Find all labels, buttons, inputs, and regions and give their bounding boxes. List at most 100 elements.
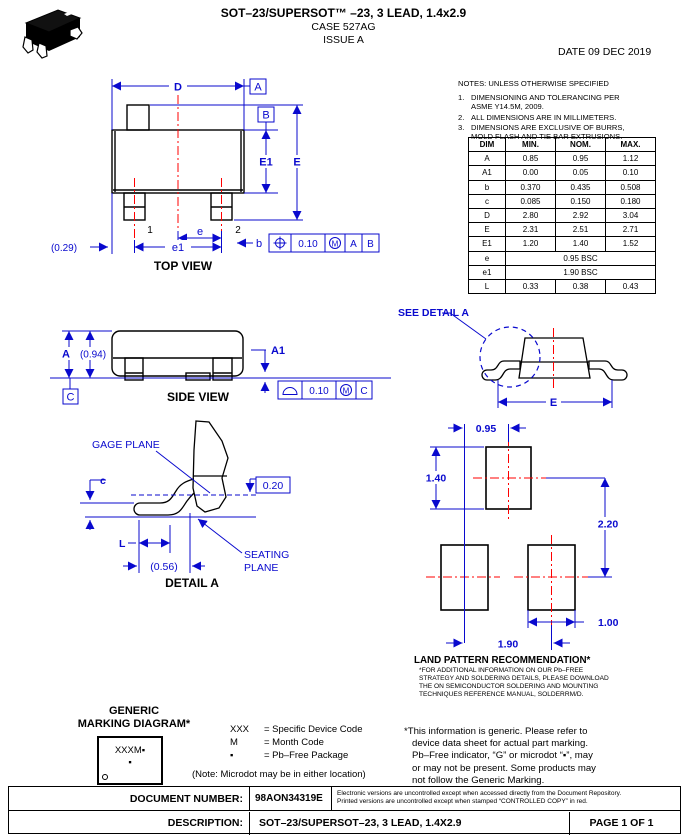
date: DATE 09 DEC 2019 xyxy=(558,46,652,58)
marking-code: XXXM▪ xyxy=(114,745,146,756)
document-number-label: DOCUMENT NUMBER: xyxy=(9,787,250,810)
marking-diagram-title: GENERIC MARKING DIAGRAM* xyxy=(77,705,191,730)
top-notch xyxy=(64,12,72,16)
marking-package-box: XXXM▪ ▪ xyxy=(97,736,163,785)
dim-095: 0.95 xyxy=(476,423,497,435)
dim-label-L: L xyxy=(119,538,126,550)
note-1: 1. DIMENSIONING AND TOLERANCING PER ASME… xyxy=(458,93,620,112)
ref-094-label: (0.94) xyxy=(80,350,106,361)
marking-legend: XXX= Specific Device Code M= Month Code … xyxy=(230,724,363,761)
land-pattern-drawing: 0.95 1.40 2.20 1.00 1.90 xyxy=(420,423,625,651)
pin1-number: 1 xyxy=(147,225,153,236)
dim-label-c: c xyxy=(100,475,106,487)
issue: ISSUE A xyxy=(323,34,364,46)
footer-small-print: Electronic versions are uncontrolled exc… xyxy=(337,790,622,805)
description-value: SOT–23/SUPERSOT–23, 3 LEAD, 1.4X2.9 xyxy=(251,811,570,835)
dim-190: 1.90 xyxy=(498,639,519,651)
detail-dimension-lines xyxy=(80,450,291,573)
side-dimension-lines xyxy=(50,330,391,405)
dim-label-E1: E1 xyxy=(259,157,272,169)
table-header-row: DIM MIN. NOM. MAX. xyxy=(468,136,656,153)
dim-label-A: A xyxy=(62,349,70,361)
footer-row-document: DOCUMENT NUMBER: 98AON34319E Electronic … xyxy=(9,787,680,811)
lead-profile xyxy=(133,420,229,516)
footer-row-description: DESCRIPTION: SOT–23/SUPERSOT–23, 3 LEAD,… xyxy=(9,811,680,835)
lead-front-2 xyxy=(36,42,48,59)
land-pattern-text: LAND PATTERN RECOMMENDATION* *FOR ADDITI… xyxy=(414,655,684,699)
land-pattern-title: LAND PATTERN RECOMMENDATION* xyxy=(414,655,591,666)
mmc-modifier-circle xyxy=(340,384,352,396)
seating-plane-symbol xyxy=(282,387,298,395)
see-detail-leader xyxy=(442,312,487,340)
microdot-icon xyxy=(102,774,108,780)
mmc-modifier-circle xyxy=(329,237,341,249)
title-block-footer: DOCUMENT NUMBER: 98AON34319E Electronic … xyxy=(8,786,681,835)
end-body-outline xyxy=(481,337,628,381)
fcf-tolerance: 0.10 xyxy=(298,239,318,250)
dim-label-e1: e1 xyxy=(172,242,184,254)
fcf-datum-2: B xyxy=(367,239,374,250)
dim-label-D: D xyxy=(174,82,182,94)
top-view-caption: TOP VIEW xyxy=(154,259,213,273)
seating-plane-label-1: SEATING xyxy=(244,549,289,561)
note-2: 2. ALL DIMENSIONS ARE IN MILLIMETERS. xyxy=(458,112,617,122)
dim-label-A1: A1 xyxy=(271,345,285,357)
page-indicator: PAGE 1 OF 1 xyxy=(589,817,654,829)
fcf-datum: C xyxy=(360,386,367,397)
detail-a-caption: DETAIL A xyxy=(165,576,219,590)
end-view-drawing: SEE DETAIL A E xyxy=(398,307,628,409)
top-view-fcf: 0.10 M A B xyxy=(268,233,380,253)
fcf-modifier: M xyxy=(343,387,350,396)
dim-140: 1.40 xyxy=(426,473,447,485)
see-detail-a-label: SEE DETAIL A xyxy=(398,307,469,319)
generic-disclaimer: *This information is generic. Please ref… xyxy=(404,726,596,786)
pin2-number: 2 xyxy=(235,225,241,236)
note-3: 3. DIMENSIONS ARE EXCLUSIVE OF BURRS, MO… xyxy=(458,122,625,142)
detail-a-callout-circle xyxy=(479,326,541,388)
notes-block: NOTES: UNLESS OTHERWISE SPECIFIED 1. DIM… xyxy=(458,79,686,141)
datum-c-label: C xyxy=(67,392,75,404)
microdot-note: (Note: Microdot may be in either locatio… xyxy=(192,769,366,780)
gage-plane-label: GAGE PLANE xyxy=(92,439,160,451)
side-view-drawing: A (0.94) C A1 0.10 M C SIDE VIEW xyxy=(50,330,391,405)
ref-056-label: (0.56) xyxy=(150,561,177,573)
land-pattern-note: *FOR ADDITIONAL INFORMATION ON OUR Pb–FR… xyxy=(419,667,609,698)
top-view-drawing: D A B E E1 e e1 (0.29) b 1 2 xyxy=(51,78,380,273)
dim-label-e: e xyxy=(197,226,203,238)
dim-label-E: E xyxy=(550,397,557,409)
ref-029-label: (0.29) xyxy=(51,243,77,254)
centerlines xyxy=(134,95,222,252)
notes-heading: NOTES: UNLESS OTHERWISE SPECIFIED xyxy=(458,79,609,88)
case-number: CASE 527AG xyxy=(311,20,376,33)
sot23-3d-illustration xyxy=(22,9,83,59)
page-title: SOT–23/SUPERSOT™ –23, 3 LEAD, 1.4x2.9 xyxy=(220,6,467,20)
ref-020-label: 0.20 xyxy=(263,480,284,492)
dim-label-b: b xyxy=(256,238,262,250)
pin3-tab xyxy=(126,104,150,131)
datum-a-label: A xyxy=(254,82,262,94)
description-label: DESCRIPTION: xyxy=(9,811,250,835)
pbfree-dot: ▪ xyxy=(128,757,132,768)
dim-100: 1.00 xyxy=(598,617,619,629)
lead-right xyxy=(69,26,83,40)
dim-label-E: E xyxy=(293,157,300,169)
side-body-outline xyxy=(111,330,244,381)
document-number-value: 98AON34319E xyxy=(251,787,332,810)
detail-a-drawing: GAGE PLANE c 0.20 L (0.56) SEATING PLANE… xyxy=(80,420,291,590)
fcf-modifier: M xyxy=(332,240,339,249)
datum-b-label: B xyxy=(262,110,269,122)
seating-plane-label-2: PLANE xyxy=(244,562,278,574)
fcf-tolerance: 0.10 xyxy=(309,386,329,397)
